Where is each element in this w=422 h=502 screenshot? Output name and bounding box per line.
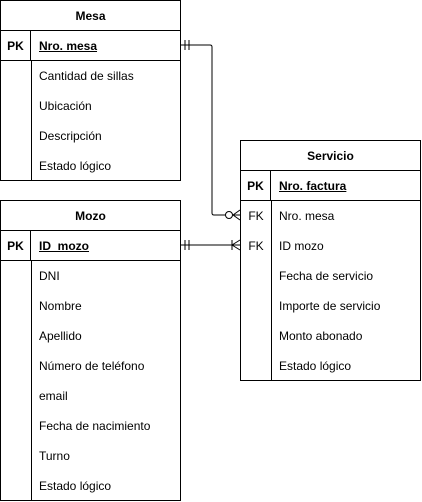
entity-servicio: Servicio PK Nro. factura FK Nro. mesa FK I… [240,140,421,381]
attribute-field: Monto abonado [279,329,363,343]
entity-title: Servicio [241,141,420,171]
key-column-divider [31,61,32,181]
attribute-field: Fecha de nacimiento [39,419,151,433]
pk-row: PK ID_mozo [1,231,180,261]
attribute-field: Cantidad de sillas [39,69,134,83]
fk-key-label: FK [248,209,264,223]
pk-key-label: PK [241,171,271,200]
fk-field: Nro. mesa [279,209,335,223]
pk-key-label: PK [1,231,31,260]
relationship-mozo-servicio [181,239,241,251]
attribute-row: email [1,381,180,411]
pk-key-label: PK [1,31,31,60]
pk-field: ID_mozo [39,238,90,253]
attribute-row: Importe de servicio [241,291,420,321]
attribute-field: Estado lógico [279,359,352,373]
pk-field: Nro. mesa [39,38,98,53]
attribute-field: Número de teléfono [39,359,145,373]
pk-row: PK Nro. factura [241,171,420,201]
attribute-row: Descripción [1,121,180,151]
attribute-field: Estado lógico [39,479,112,493]
attribute-row: Número de teléfono [1,351,180,381]
attribute-row: Estado lógico [1,151,180,181]
zero-circle [225,211,233,219]
fk-row: FK Nro. mesa [241,201,420,231]
crowfoot-mark [232,214,241,221]
attribute-row: Estado lógico [1,471,180,501]
attribute-row: Turno [1,441,180,471]
attribute-row: Fecha de servicio [241,261,420,291]
entity-mozo: Mozo PK ID_mozo DNI Nombre Apellido Núme… [0,200,181,501]
key-column-divider [31,261,32,501]
attribute-field: Descripción [39,129,102,143]
attribute-row: Monto abonado [241,321,420,351]
attribute-field: DNI [39,269,60,283]
attribute-field: Nombre [39,299,82,313]
attribute-row: Apellido [1,321,180,351]
fk-row: FK ID mozo [241,231,420,261]
attribute-field: Estado lógico [39,159,112,173]
attribute-row: Nombre [1,291,180,321]
fk-field: ID mozo [279,239,324,253]
attribute-field: Ubicación [39,99,92,113]
attribute-field: Apellido [39,329,82,343]
entity-title: Mozo [1,201,180,231]
crowfoot-mark [231,244,241,251]
entity-title: Mesa [1,1,180,31]
crowfoot-mark [231,239,241,246]
key-column-divider [271,201,272,381]
attribute-row: Cantidad de sillas [1,61,180,91]
attribute-field: email [39,389,68,403]
pk-row: PK Nro. mesa [1,31,180,61]
attribute-field: Importe de servicio [279,299,381,313]
attribute-field: Turno [39,449,70,463]
attribute-field: Fecha de servicio [279,269,374,283]
pk-field: Nro. factura [279,178,347,193]
attribute-row: Ubicación [1,91,180,121]
fk-key-label: FK [248,239,264,253]
crowfoot-mark [232,209,241,216]
attribute-row: Estado lógico [241,351,420,381]
attribute-row: DNI [1,261,180,291]
relationship-mesa-servicio [181,40,241,221]
attribute-row: Fecha de nacimiento [1,411,180,441]
entity-mesa: Mesa PK Nro. mesa Cantidad de sillas Ubi… [0,0,181,181]
